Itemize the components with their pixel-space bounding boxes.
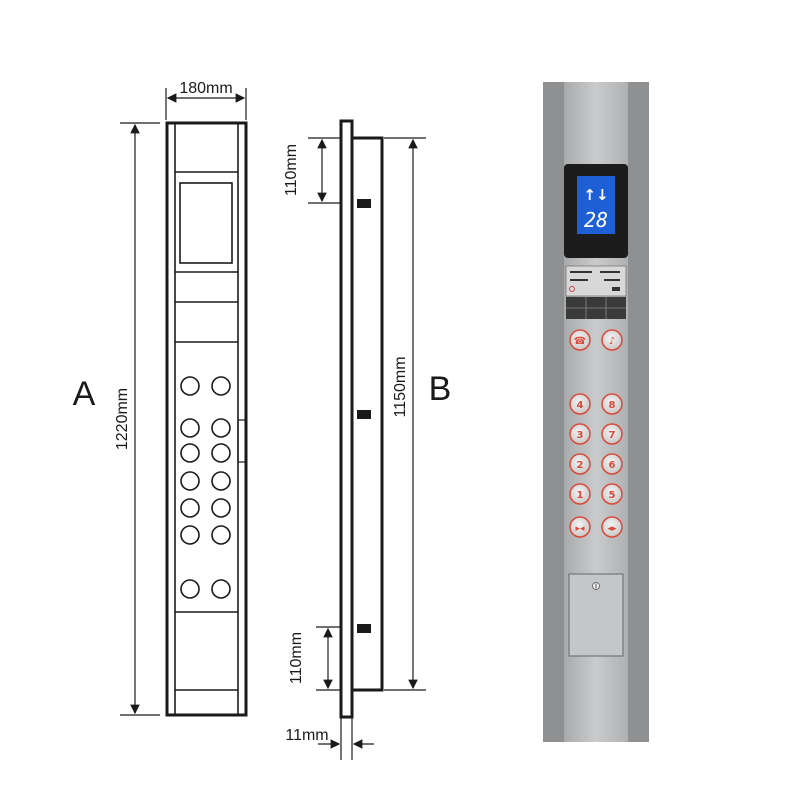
floor-display xyxy=(577,176,615,234)
front-panel-outline xyxy=(165,121,248,717)
alarm-bell-icon: ♪ xyxy=(609,336,615,347)
bottom-offset-label: 110mm xyxy=(288,632,305,684)
door-open-icon: ◂▸ xyxy=(607,524,617,534)
view-label-a: A xyxy=(73,375,96,413)
display-window xyxy=(179,182,233,264)
floor-button-label: 5 xyxy=(609,490,616,501)
height-dimension-label: 1220mm xyxy=(114,388,131,450)
floor-number: 28 xyxy=(584,208,608,232)
side-faceplate xyxy=(339,119,354,719)
floor-button-label: 8 xyxy=(609,400,616,411)
floor-button-label: 2 xyxy=(577,460,584,471)
side-view: 110mm 110mm 1150mm B 11mm xyxy=(283,119,452,760)
panel-photo: ↑↓ 28 ☎ ♪ 4 8 xyxy=(543,82,649,742)
door-close-icon: ▸◂ xyxy=(575,524,585,534)
view-label-b: B xyxy=(429,370,452,408)
phone-icon: ☎ xyxy=(574,336,586,347)
floor-button-label: 3 xyxy=(577,430,584,441)
thickness-label: 11mm xyxy=(285,727,328,744)
floor-button-label: 1 xyxy=(577,490,584,501)
floor-button-label: 6 xyxy=(609,460,616,471)
front-view: 180mm 1220mm A xyxy=(73,80,248,717)
top-buttons: ☎ ♪ xyxy=(569,329,623,351)
front-buttons xyxy=(180,376,231,599)
side-box xyxy=(350,136,384,692)
top-offset-label: 110mm xyxy=(283,144,300,196)
door-buttons: ▸◂ ◂▸ xyxy=(569,516,623,538)
floor-button-label: 7 xyxy=(609,430,616,441)
width-dimension-label: 180mm xyxy=(179,80,232,97)
floor-button-label: 4 xyxy=(577,400,584,411)
floor-buttons: 4 8 3 7 2 6 1 5 xyxy=(569,393,623,505)
direction-arrows-icon: ↑↓ xyxy=(583,186,608,204)
side-height-label: 1150mm xyxy=(392,356,409,417)
